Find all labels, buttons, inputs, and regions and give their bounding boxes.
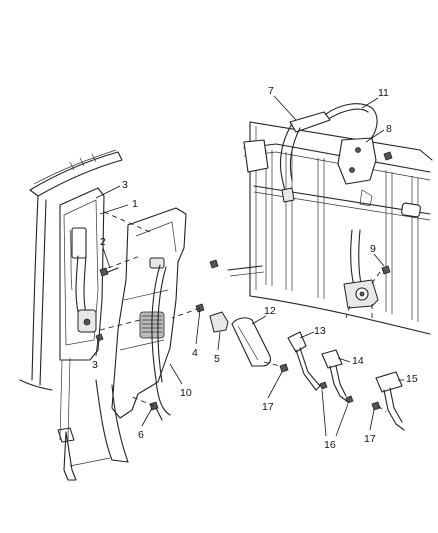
callout-10: 10: [180, 387, 192, 399]
rear-shoulder-belt-bracket: [279, 103, 393, 207]
callout-8: 8: [386, 123, 392, 135]
rear-cab-wall-panel: [227, 121, 433, 335]
lower-quarter-trim: [63, 379, 129, 481]
buckle-item-15: [371, 371, 405, 431]
callout-6: 6: [138, 429, 144, 441]
callout-2: 2: [100, 236, 106, 248]
callout-17-left: 17: [262, 401, 274, 413]
buckle-cover-item-12: [231, 317, 289, 373]
callout-9: 9: [370, 243, 376, 255]
left-assembly-guide-lines: [99, 211, 201, 407]
callout-3-upper: 3: [122, 179, 128, 191]
rear-retractor-item-9: [343, 229, 391, 319]
callout-1: 1: [132, 198, 138, 210]
callout-15: 15: [406, 373, 418, 385]
callout-4: 4: [192, 347, 198, 359]
callout-12: 12: [264, 305, 276, 317]
callout-14: 14: [352, 355, 364, 367]
callout-leader-lines: [95, 95, 404, 437]
b-pillar-trim-panel: [111, 207, 187, 419]
callout-16: 16: [324, 439, 336, 451]
callout-13: 13: [314, 325, 326, 337]
cab-side-body-panel: [19, 149, 123, 443]
callout-3-lower: 3: [92, 359, 98, 371]
buckle-item-13: [287, 331, 328, 391]
front-retractor-assembly: [75, 255, 171, 416]
pillar-cover-item-5: [209, 311, 229, 333]
callout-17-right: 17: [364, 433, 376, 445]
buckle-item-14: [321, 349, 354, 404]
callout-11: 11: [378, 87, 389, 99]
callout-labels: 1 2 3 3 4 5 6 7 8 9 10 11 12 13 14 15 16…: [92, 85, 418, 451]
callout-7: 7: [268, 85, 274, 97]
callout-5: 5: [214, 353, 220, 365]
